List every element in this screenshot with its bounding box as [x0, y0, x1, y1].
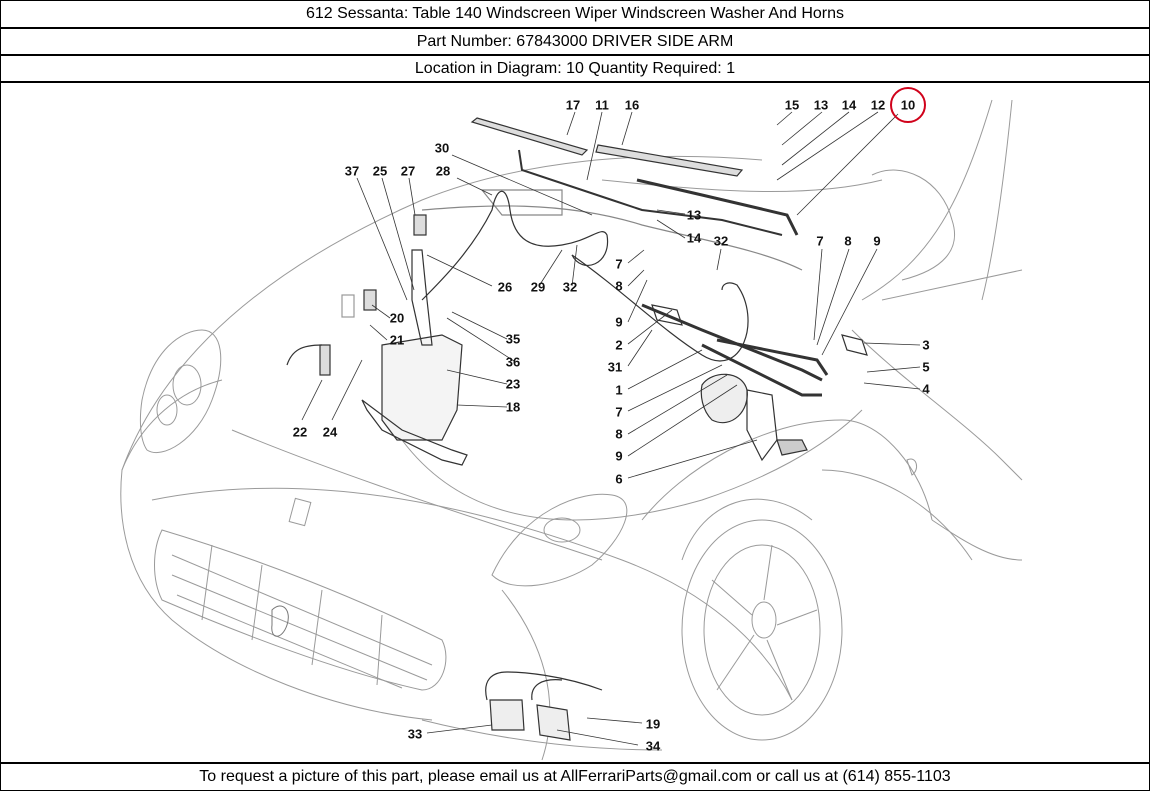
car-line-art [120, 99, 1023, 761]
callout-label[interactable]: 9 [615, 448, 623, 464]
callout-label[interactable]: 8 [615, 426, 623, 442]
page-title: 612 Sessanta: Table 140 Windscreen Wiper… [305, 5, 845, 22]
callout-label[interactable]: 30 [434, 140, 450, 156]
callout-label[interactable]: 19 [645, 716, 661, 732]
callout-label[interactable]: 27 [400, 163, 416, 179]
callout-label[interactable]: 18 [505, 399, 521, 415]
parts-diagram: 17 11 16 15 13 14 12 10 30 37 25 27 28 1… [2, 84, 1148, 762]
headlight-left [139, 329, 222, 454]
callout-label[interactable]: 34 [645, 738, 661, 754]
callout-label[interactable]: 3 [922, 337, 930, 353]
callout-label[interactable]: 13 [813, 97, 829, 113]
sensor-wire [286, 344, 323, 366]
pump-20 [363, 289, 377, 311]
front-wheel [681, 498, 843, 741]
callout-label[interactable]: 9 [615, 314, 623, 330]
callout-label[interactable]: 7 [816, 233, 824, 249]
tank-bracket [361, 399, 468, 466]
bracket-3 [841, 334, 868, 356]
callout-label[interactable]: 29 [530, 279, 546, 295]
callout-label[interactable]: 22 [292, 424, 308, 440]
callout-label[interactable]: 9 [873, 233, 881, 249]
wiper-arm-10 [636, 178, 799, 236]
bracket-2 [651, 304, 683, 326]
washer-hose-right [571, 254, 749, 362]
callout-label[interactable]: 25 [372, 163, 388, 179]
mirror-detail [906, 458, 918, 476]
level-sensor-22 [319, 344, 331, 376]
callout-label[interactable]: 14 [686, 230, 702, 246]
callout-label[interactable]: 7 [615, 256, 623, 272]
part-number: Part Number: 67843000 DRIVER SIDE ARM [416, 33, 734, 50]
callout-label[interactable]: 20 [389, 310, 405, 326]
callout-label[interactable]: 23 [505, 376, 521, 392]
callout-label[interactable]: 36 [505, 354, 521, 370]
callout-label-highlighted[interactable]: 10 [900, 97, 916, 113]
wiper-linkage [641, 303, 823, 382]
callout-label[interactable]: 32 [562, 279, 578, 295]
contact-footer: To request a picture of this part, pleas… [199, 768, 951, 785]
callout-label[interactable]: 21 [389, 332, 405, 348]
callout-label[interactable]: 8 [844, 233, 852, 249]
motor-bracket [746, 389, 778, 462]
callout-label[interactable]: 32 [713, 233, 729, 249]
grille [154, 529, 447, 691]
leader-lines [301, 111, 921, 746]
callout-label[interactable]: 24 [322, 424, 338, 440]
divider [0, 762, 1150, 764]
callout-label[interactable]: 37 [344, 163, 360, 179]
highlight-circle-10 [890, 87, 926, 123]
callout-label[interactable]: 4 [922, 381, 930, 397]
divider [0, 54, 1150, 56]
headlight-right [491, 493, 628, 587]
callout-label[interactable]: 12 [870, 97, 886, 113]
callout-label[interactable]: 17 [565, 97, 581, 113]
callout-label[interactable]: 11 [595, 97, 609, 113]
wiper-motor [700, 373, 748, 424]
callout-label[interactable]: 7 [615, 404, 623, 420]
wiper-blade-17 [470, 117, 589, 156]
wiper-blade-16 [595, 144, 744, 177]
washer-tank [381, 334, 463, 441]
filler-cap [413, 214, 427, 236]
washer-hose [421, 190, 609, 301]
location-quantity: Location in Diagram: 10 Quantity Require… [414, 60, 736, 77]
horn-33 [489, 699, 525, 731]
callout-label[interactable]: 35 [505, 331, 521, 347]
callout-label[interactable]: 2 [615, 337, 623, 353]
pump-ghost [341, 294, 355, 318]
callout-label[interactable]: 26 [497, 279, 513, 295]
callout-label[interactable]: 6 [615, 471, 623, 487]
callout-label[interactable]: 5 [922, 359, 930, 375]
callout-label[interactable]: 16 [624, 97, 640, 113]
wiper-arm-11 [518, 149, 783, 236]
callout-label[interactable]: 13 [686, 207, 702, 223]
callout-label[interactable]: 15 [784, 97, 800, 113]
horn-wiring [485, 671, 603, 701]
callout-label[interactable]: 28 [435, 163, 451, 179]
cowl-grille [480, 189, 563, 216]
callout-label[interactable]: 1 [615, 382, 623, 398]
parts-line-art [286, 117, 868, 741]
filler-neck [411, 249, 433, 346]
badge [288, 497, 312, 527]
divider [0, 81, 1150, 83]
motor-connector [776, 439, 808, 456]
callout-label[interactable]: 14 [841, 97, 857, 113]
callout-label[interactable]: 8 [615, 278, 623, 294]
divider [0, 27, 1150, 29]
callout-label[interactable]: 31 [607, 359, 623, 375]
callout-label[interactable]: 33 [407, 726, 423, 742]
